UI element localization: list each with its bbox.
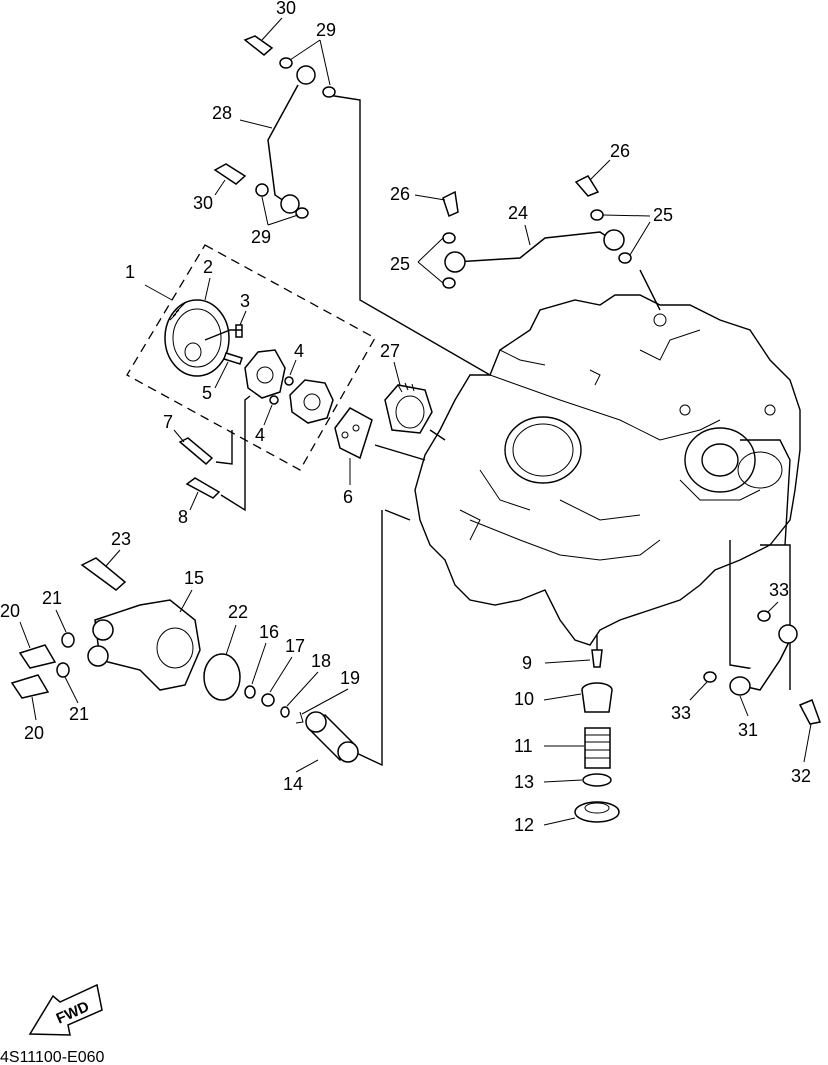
callout-13: 13 bbox=[514, 772, 534, 792]
callout-14: 14 bbox=[283, 774, 303, 794]
bolt bbox=[185, 477, 221, 499]
shaft bbox=[223, 352, 243, 365]
callout-12: 12 bbox=[514, 815, 534, 835]
callout-8: 8 bbox=[178, 507, 188, 527]
callout-25: 25 bbox=[653, 205, 673, 225]
callout-16: 16 bbox=[259, 622, 279, 642]
bolt bbox=[178, 437, 214, 466]
callout-23: 23 bbox=[111, 529, 131, 549]
callout-26b: 26 bbox=[390, 184, 410, 204]
callout-11: 11 bbox=[514, 736, 533, 756]
callout-24: 24 bbox=[508, 203, 528, 223]
callout-2: 2 bbox=[203, 257, 213, 277]
callout-21: 21 bbox=[42, 588, 62, 608]
callout-6: 6 bbox=[343, 487, 353, 507]
callout-9: 9 bbox=[522, 653, 532, 673]
callout-33b: 33 bbox=[671, 703, 691, 723]
callout-15: 15 bbox=[184, 568, 204, 588]
callout-20b: 20 bbox=[24, 723, 44, 743]
callout-21b: 21 bbox=[69, 704, 89, 724]
callout-18: 18 bbox=[311, 651, 331, 671]
crankcase bbox=[414, 294, 801, 646]
callout-17: 17 bbox=[285, 636, 305, 656]
diagram-code: 4S11100-E060 bbox=[0, 1049, 104, 1065]
callout-3: 3 bbox=[240, 291, 250, 311]
callout-30: 30 bbox=[276, 0, 296, 18]
oil-pump-assembly-box bbox=[126, 244, 376, 471]
filter-housing bbox=[87, 599, 201, 691]
bolt bbox=[80, 557, 127, 591]
pin bbox=[235, 324, 243, 338]
union-bolt bbox=[18, 644, 57, 669]
callout-25b: 25 bbox=[390, 254, 410, 274]
drive-gear bbox=[384, 382, 433, 434]
callout-5: 5 bbox=[202, 383, 212, 403]
callout-1: 1 bbox=[125, 262, 135, 282]
callouts: 30 29 28 30 29 26 26 24 25 25 1 2 3 4 5 … bbox=[0, 0, 812, 835]
oil-filter bbox=[305, 711, 359, 763]
oil-pump-gear bbox=[164, 299, 230, 377]
callout-22: 22 bbox=[228, 602, 248, 622]
callout-30b: 30 bbox=[193, 193, 213, 213]
callout-27: 27 bbox=[380, 341, 400, 361]
o-ring bbox=[203, 653, 241, 701]
gasket bbox=[334, 407, 373, 460]
callout-4: 4 bbox=[294, 341, 304, 361]
pin bbox=[269, 395, 279, 405]
callout-20: 20 bbox=[0, 601, 20, 621]
callout-33: 33 bbox=[769, 580, 789, 600]
callout-32: 32 bbox=[791, 766, 811, 786]
callout-29b: 29 bbox=[251, 227, 271, 247]
fwd-arrow-icon: FWD bbox=[28, 983, 103, 1036]
breather-pipe bbox=[703, 610, 822, 725]
pin bbox=[284, 376, 294, 386]
callout-19: 19 bbox=[340, 668, 360, 688]
callout-4b: 4 bbox=[255, 425, 265, 445]
callout-28: 28 bbox=[212, 103, 232, 123]
union-bolt bbox=[10, 674, 50, 699]
callout-10: 10 bbox=[514, 689, 534, 709]
oil-pump-rotor bbox=[244, 349, 334, 424]
strainer-stack bbox=[574, 649, 620, 823]
oil-pipe bbox=[213, 35, 336, 219]
callout-26: 26 bbox=[610, 141, 630, 161]
callout-7: 7 bbox=[163, 412, 173, 432]
oil-pipe-2 bbox=[442, 175, 632, 289]
callout-29: 29 bbox=[316, 20, 336, 40]
callout-31: 31 bbox=[738, 720, 758, 740]
